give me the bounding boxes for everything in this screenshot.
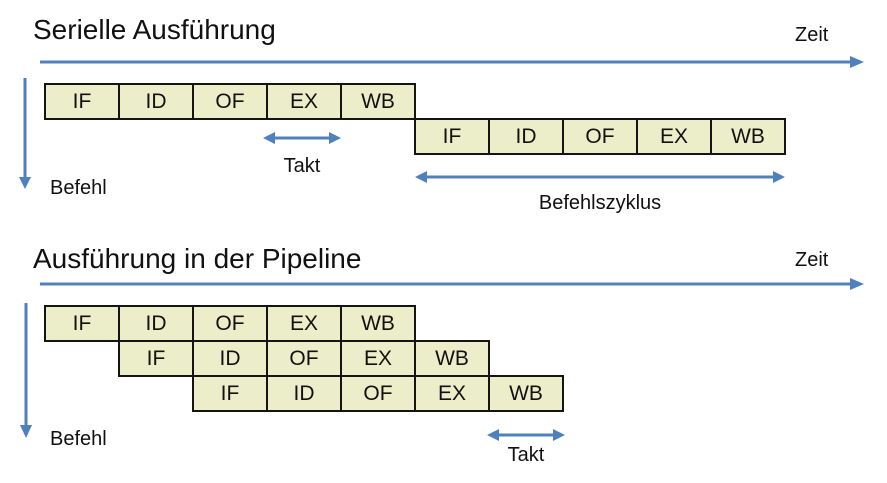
stage-box: IF bbox=[44, 83, 120, 120]
pipeline-time-arrow-icon bbox=[40, 277, 865, 291]
stage-box: ID bbox=[488, 118, 564, 155]
serial-instruction-arrow-icon bbox=[17, 78, 33, 190]
stage-box: IF bbox=[414, 118, 490, 155]
stage-box: OF bbox=[266, 340, 342, 377]
stage-box: OF bbox=[562, 118, 638, 155]
stage-box: EX bbox=[266, 305, 342, 342]
serial-instruction-1-row: IF ID OF EX WB bbox=[44, 83, 416, 120]
instruction-cycle-arrow-icon bbox=[414, 170, 786, 184]
stage-box: WB bbox=[710, 118, 786, 155]
stage-box: EX bbox=[340, 340, 416, 377]
stage-box: EX bbox=[266, 83, 342, 120]
stage-box: OF bbox=[192, 305, 268, 342]
serial-time-arrow-icon bbox=[40, 55, 865, 69]
serial-instruction-label: Befehl bbox=[50, 177, 107, 199]
stage-box: OF bbox=[340, 375, 416, 412]
stage-box: ID bbox=[266, 375, 342, 412]
stage-box: EX bbox=[636, 118, 712, 155]
stage-box: ID bbox=[118, 305, 194, 342]
serial-time-label: Zeit bbox=[795, 24, 829, 46]
pipeline-instruction-2-row: IF ID OF EX WB bbox=[118, 340, 490, 377]
pipeline-instruction-arrow-icon bbox=[18, 303, 34, 439]
pipeline-takt-arrow-icon bbox=[486, 428, 566, 442]
serial-instruction-2-row: IF ID OF EX WB bbox=[414, 118, 786, 155]
pipeline-instruction-3-row: IF ID OF EX WB bbox=[192, 375, 564, 412]
stage-box: IF bbox=[192, 375, 268, 412]
pipeline-time-label: Zeit bbox=[795, 249, 829, 271]
stage-box: ID bbox=[118, 83, 194, 120]
stage-box: EX bbox=[414, 375, 490, 412]
pipeline-instruction-label: Befehl bbox=[50, 428, 107, 450]
stage-box: WB bbox=[340, 83, 416, 120]
stage-box: OF bbox=[192, 83, 268, 120]
stage-box: ID bbox=[192, 340, 268, 377]
stage-box: IF bbox=[118, 340, 194, 377]
instruction-cycle-label: Befehlszyklus bbox=[538, 192, 662, 214]
pipeline-section-title: Ausführung in der Pipeline bbox=[33, 243, 362, 274]
pipeline-takt-label: Takt bbox=[507, 444, 545, 466]
stage-box: WB bbox=[488, 375, 564, 412]
serial-section-title: Serielle Ausführung bbox=[33, 14, 276, 45]
stage-box: IF bbox=[44, 305, 120, 342]
stage-box: WB bbox=[414, 340, 490, 377]
pipeline-instruction-1-row: IF ID OF EX WB bbox=[44, 305, 416, 342]
stage-box: WB bbox=[340, 305, 416, 342]
serial-takt-label: Takt bbox=[283, 155, 321, 177]
serial-takt-arrow-icon bbox=[262, 131, 342, 145]
